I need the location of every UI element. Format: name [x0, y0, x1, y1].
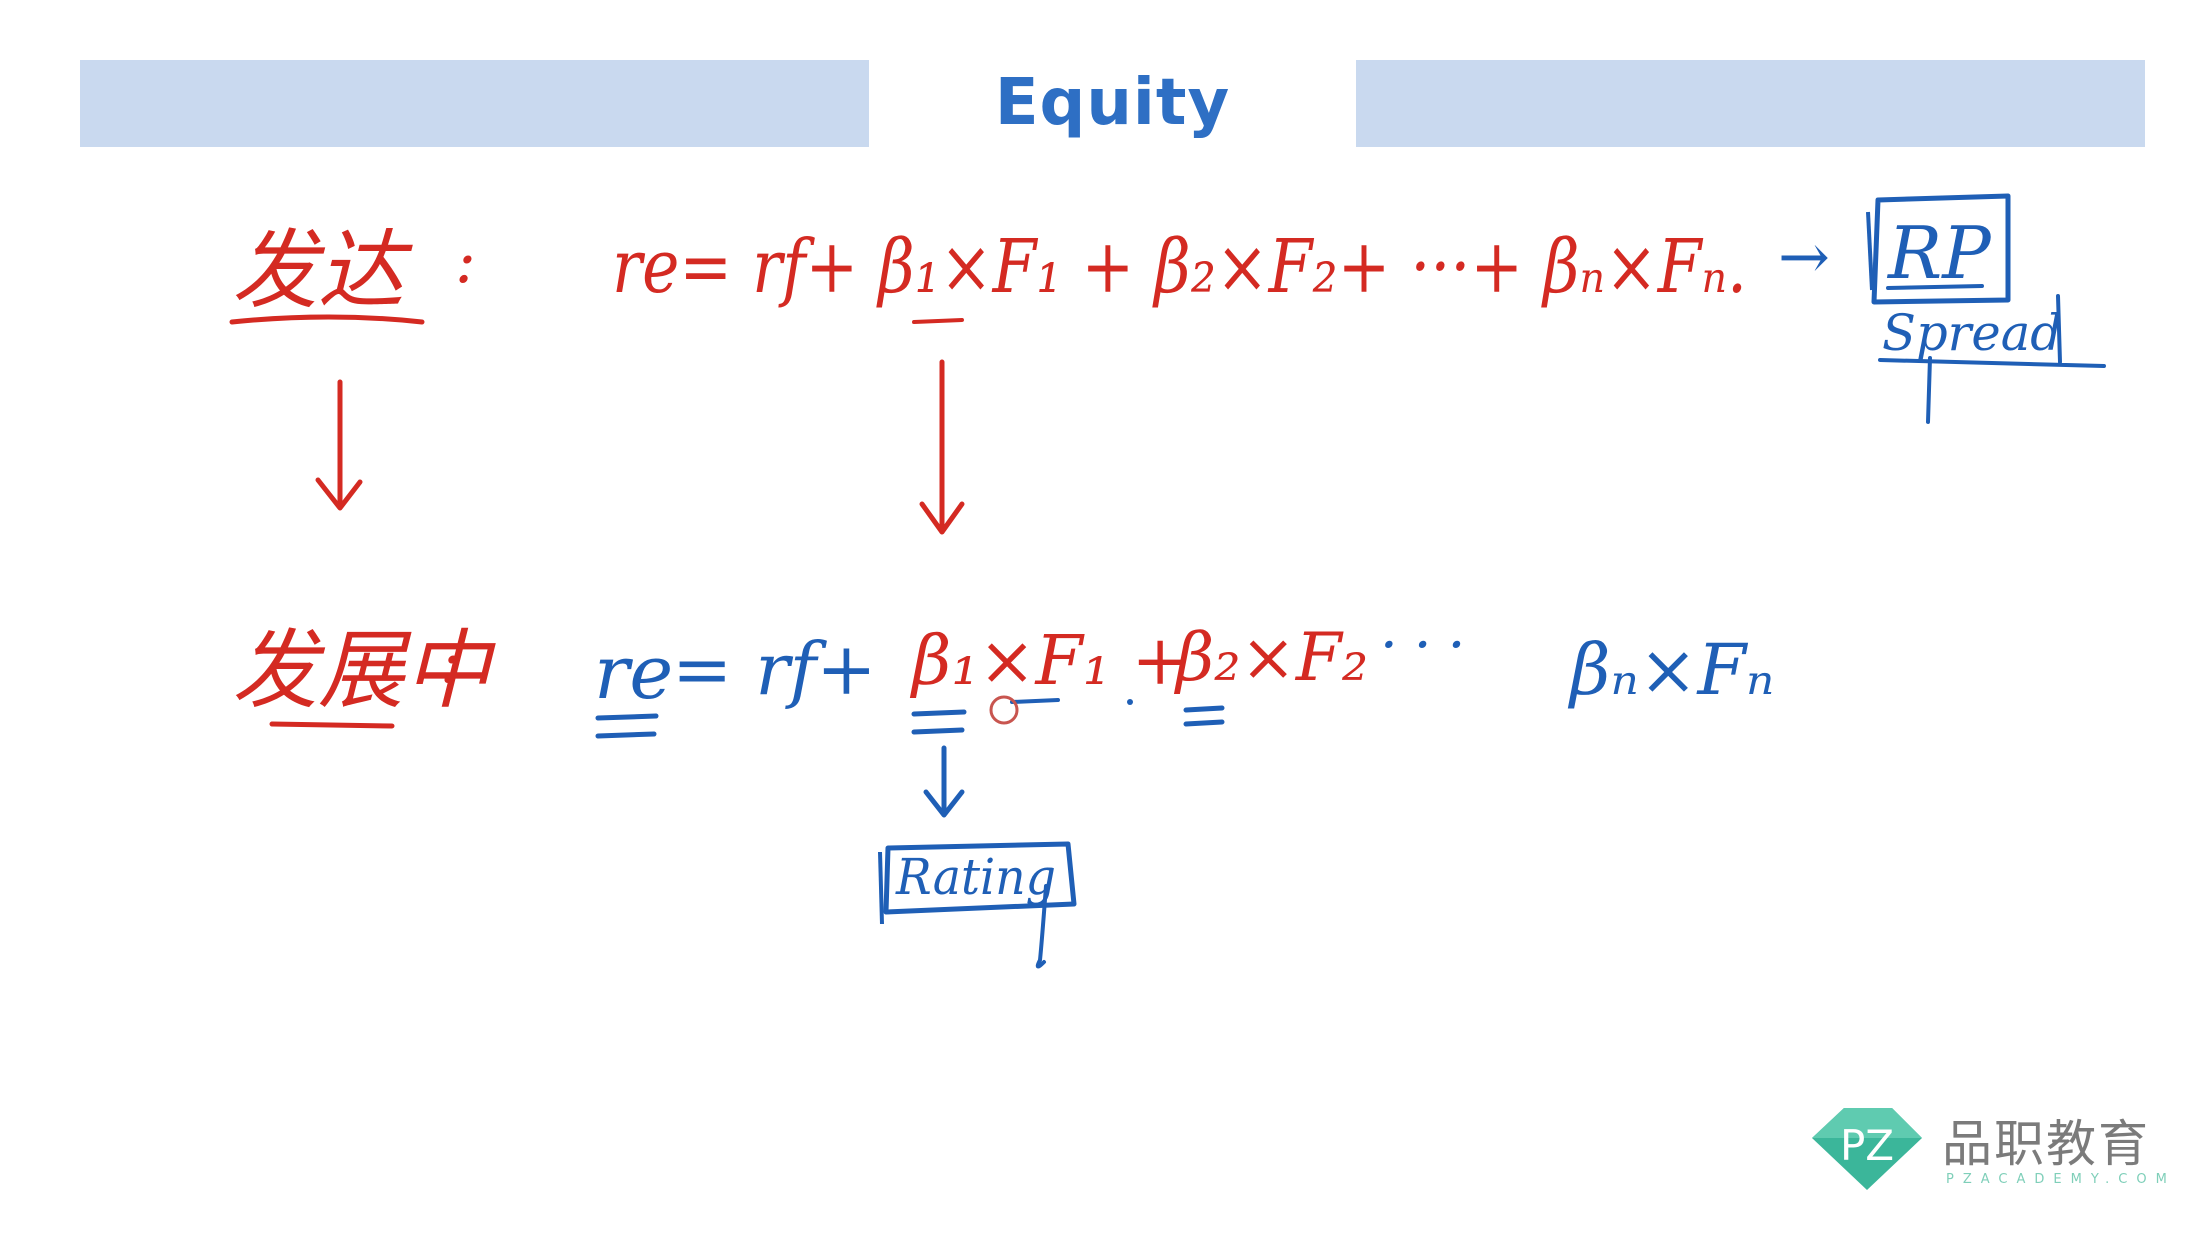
logo-mark-text: PZ [1840, 1121, 1894, 1170]
row1-rp-underline [1886, 284, 1984, 290]
slide-title: Equity [994, 66, 1231, 140]
down-arrow-rating [923, 745, 965, 818]
header-bar-right [1356, 60, 2145, 147]
row2-beta2-underline [1183, 705, 1225, 727]
row1-rp-box-stroke [1866, 211, 1874, 291]
row1-beta1-underline [912, 318, 964, 324]
down-arrow-left [315, 379, 363, 511]
row1-label: 发达 [232, 221, 413, 321]
logo-name-en: PZACADEMY.COM [1946, 1172, 2176, 1187]
row2-eq-part: = rf+ [672, 627, 877, 711]
rating-tail [1035, 884, 1048, 969]
row2-beta1-underline [911, 709, 967, 735]
down-arrow-middle [919, 359, 965, 535]
row1-rp-box [1871, 193, 2011, 305]
company-logo: PZ 品职教育 PZACADEMY.COM [1800, 1100, 2167, 1200]
row2-f1-underline [1010, 698, 1060, 704]
row2-label: 发展中 [232, 621, 496, 721]
row2-colon: : [440, 624, 461, 697]
rating-box [883, 841, 1077, 915]
row2-re-term: re [594, 630, 673, 716]
row1-label-underline [229, 314, 425, 325]
down-arrows [315, 359, 965, 535]
row2-re-underline [595, 713, 659, 739]
row1-colon: : [455, 224, 476, 297]
row1-notes: 发达 : re= rf+ β₁×F₁ + β₂×F₂+ ···+ βₙ×Fₙ. … [229, 193, 2106, 424]
header-bar-left [80, 60, 869, 147]
rating-box-stroke [878, 851, 884, 925]
pointer-cursor-icon [989, 695, 1019, 725]
row2-betan-term: βₙ×Fₙ [1567, 629, 1774, 711]
pz-diamond-logo-icon: PZ [1812, 1108, 1922, 1190]
row1-boxed-term: RP [1886, 211, 1992, 295]
row2-boxed-annotation: Rating [895, 848, 1056, 906]
row1-equation: re= rf+ β₁×F₁ + β₂×F₂+ ···+ βₙ×Fₙ. [612, 224, 1747, 310]
row1-annotation: Spread [1882, 304, 2062, 362]
row2-dots: ··· [1380, 613, 1481, 678]
logo-name-cn: 品职教育 [1942, 1115, 2150, 1173]
row2-notes: 发展中 : re = rf+ β₁×F₁ + β₂×F₂ ··· βₙ×Fₙ R… [232, 613, 1774, 969]
row1-arrow: → [1778, 220, 1830, 293]
row1-annotation-strokes [1878, 294, 2106, 424]
row2-beta1-term: β₁×F₁ + [909, 622, 1189, 701]
row2-beta2-term: β₂×F₂ [1173, 619, 1368, 696]
row2-label-underline [269, 721, 395, 729]
ink-dot [1127, 699, 1133, 705]
